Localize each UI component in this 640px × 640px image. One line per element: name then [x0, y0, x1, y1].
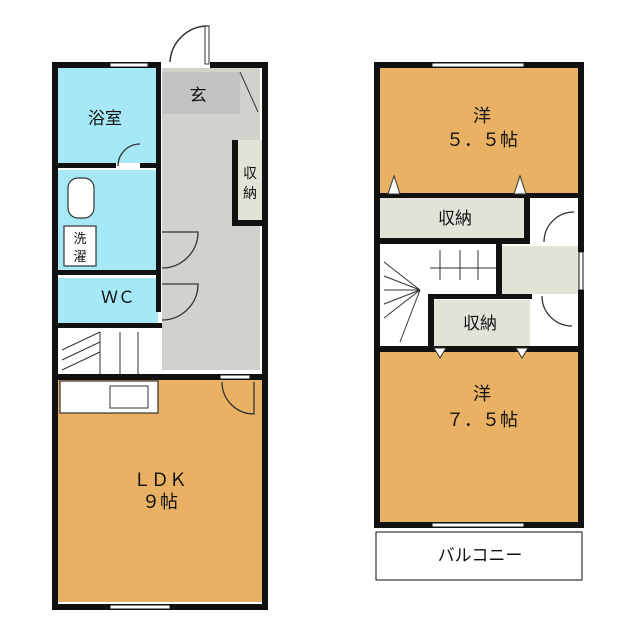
label-room1-name: 洋: [473, 106, 491, 127]
window-ldk: [109, 604, 171, 610]
ldk-door-swing[interactable]: [221, 381, 255, 415]
label-balcony: バルコニー: [438, 546, 523, 566]
window-bath: [109, 62, 149, 68]
laundry-space: [63, 225, 97, 267]
room1-door-swing[interactable]: [543, 211, 575, 243]
ldk-room: [58, 380, 264, 602]
window-room2: [431, 522, 525, 528]
label-room2-size: ７．５帖: [446, 410, 518, 431]
label-closet2: 収納: [463, 314, 497, 334]
window-room1: [431, 62, 525, 68]
bath-door-swing[interactable]: [117, 143, 141, 167]
stairs-floor2: [383, 250, 496, 343]
stairs-floor1: [61, 331, 139, 374]
floor-1: 浴室 玄 収 納 洗 濯 ＷＣ ＬＤＫ ９帖: [52, 25, 268, 610]
window-ldk-side: [219, 374, 251, 380]
entrance-door-swing[interactable]: [169, 25, 209, 63]
bathroom: [58, 68, 158, 163]
label-storage-bottom: 納: [243, 186, 257, 202]
floor-2: 洋 ５．５帖 収納 収納 洋 ７．５帖 バルコニー: [374, 62, 584, 581]
label-wc: ＷＣ: [101, 288, 135, 308]
washbasin-fixture: [67, 177, 95, 219]
wc-door-swing[interactable]: [161, 283, 199, 321]
genkan: [162, 72, 240, 114]
window-hall: [578, 251, 584, 291]
hall-floor2: [498, 246, 580, 294]
label-laundry-bottom: 濯: [73, 250, 86, 265]
closet-2: [430, 300, 530, 346]
label-storage-top: 収: [243, 166, 257, 182]
label-ldk-size: ９帖: [142, 492, 178, 513]
stair-area-floor1: [58, 328, 162, 374]
wc-room: [58, 278, 158, 323]
label-laundry-top: 洗: [73, 232, 86, 247]
room2-door-swing[interactable]: [541, 295, 573, 327]
balcony: [375, 531, 583, 581]
label-room2-name: 洋: [473, 384, 491, 405]
closet-1: [380, 196, 528, 238]
label-ldk-name: ＬＤＫ: [133, 470, 187, 491]
label-bath: 浴室: [88, 109, 122, 129]
washroom-door-swing[interactable]: [161, 231, 199, 269]
kitchen-sink: [109, 385, 149, 409]
western-room-1: [380, 68, 578, 193]
entrance-door[interactable]: [204, 25, 210, 65]
label-genkan: 玄: [190, 86, 207, 106]
shoe-cabinet-mark: [239, 71, 259, 113]
label-room1-size: ５．５帖: [446, 130, 518, 151]
western-room-2: [380, 352, 578, 522]
closet-door-marks: [387, 174, 529, 359]
label-closet1: 収納: [438, 209, 472, 229]
